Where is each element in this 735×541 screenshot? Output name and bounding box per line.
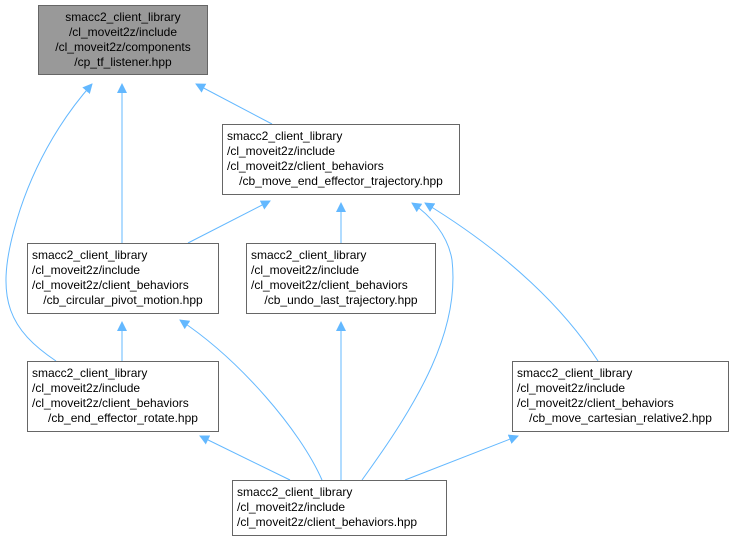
node-cp-tf-listener[interactable]: smacc2_client_library /cl_moveit2z/inclu…	[38, 5, 208, 75]
node-line: smacc2_client_library	[227, 129, 343, 143]
node-line: /cl_moveit2z/components	[55, 40, 191, 54]
node-line: /cl_moveit2z/client_behaviors	[251, 278, 408, 292]
edge-cb-move-end-effector-trajectory-to-cp-tf-listener	[195, 83, 273, 125]
node-line: /cl_moveit2z/include	[68, 25, 178, 39]
edge-client-behaviors-to-cb-end-effector-rotate	[199, 435, 291, 481]
edge-cb-circular-pivot-motion-to-cb-move-end-effector-trajectory	[187, 200, 271, 244]
edge-cb-end-effector-rotate-to-cp-tf-listener	[5, 83, 93, 362]
node-line: /cl_moveit2z/include	[32, 381, 141, 395]
node-line: smacc2_client_library	[32, 366, 148, 380]
node-cb-circular-pivot-motion[interactable]: smacc2_client_library /cl_moveit2z/inclu…	[27, 243, 219, 314]
node-line: /cb_undo_last_trajectory.hpp	[264, 293, 418, 307]
node-line: /cl_moveit2z/include	[237, 500, 346, 514]
node-line: smacc2_client_library	[517, 366, 633, 380]
node-line: /cl_moveit2z/client_behaviors	[517, 396, 674, 410]
node-line: /cl_moveit2z/client_behaviors	[227, 159, 384, 173]
node-line: smacc2_client_library	[237, 485, 353, 499]
node-line: smacc2_client_library	[251, 248, 367, 262]
node-line: /cb_move_end_effector_trajectory.hpp	[239, 174, 443, 188]
node-line: /cl_moveit2z/client_behaviors.hpp	[237, 515, 418, 529]
node-cb-undo-last-trajectory[interactable]: smacc2_client_library /cl_moveit2z/inclu…	[246, 243, 436, 314]
node-line: /cb_move_cartesian_relative2.hpp	[529, 411, 712, 425]
node-cb-move-end-effector-trajectory[interactable]: smacc2_client_library /cl_moveit2z/inclu…	[222, 124, 460, 195]
node-line: /cp_tf_listener.hpp	[74, 55, 172, 69]
node-line: smacc2_client_library	[65, 10, 181, 24]
node-line: /cl_moveit2z/include	[227, 144, 336, 158]
edge-client-behaviors-to-cb-move-cartesian-relative2	[404, 434, 519, 481]
node-line: smacc2_client_library	[32, 248, 148, 262]
node-line: /cb_circular_pivot_motion.hpp	[43, 293, 203, 307]
edge-client-behaviors-to-cb-circular-pivot-motion	[179, 319, 323, 481]
node-line: /cb_end_effector_rotate.hpp	[48, 411, 198, 425]
node-line: /cl_moveit2z/client_behaviors	[32, 278, 189, 292]
edge-cb-move-cartesian-relative2-to-cb-move-end-effector-trajectory	[424, 202, 599, 362]
node-line: /cl_moveit2z/include	[251, 263, 360, 277]
edge-client-behaviors-to-cb-move-end-effector-trajectory	[361, 202, 454, 481]
node-line: /cl_moveit2z/include	[517, 381, 626, 395]
node-line: /cl_moveit2z/client_behaviors	[32, 396, 189, 410]
node-line: /cl_moveit2z/include	[32, 263, 141, 277]
node-cb-move-cartesian-relative2[interactable]: smacc2_client_library /cl_moveit2z/inclu…	[512, 361, 729, 432]
node-client-behaviors[interactable]: smacc2_client_library /cl_moveit2z/inclu…	[232, 480, 447, 536]
node-cb-end-effector-rotate[interactable]: smacc2_client_library /cl_moveit2z/inclu…	[27, 361, 219, 432]
